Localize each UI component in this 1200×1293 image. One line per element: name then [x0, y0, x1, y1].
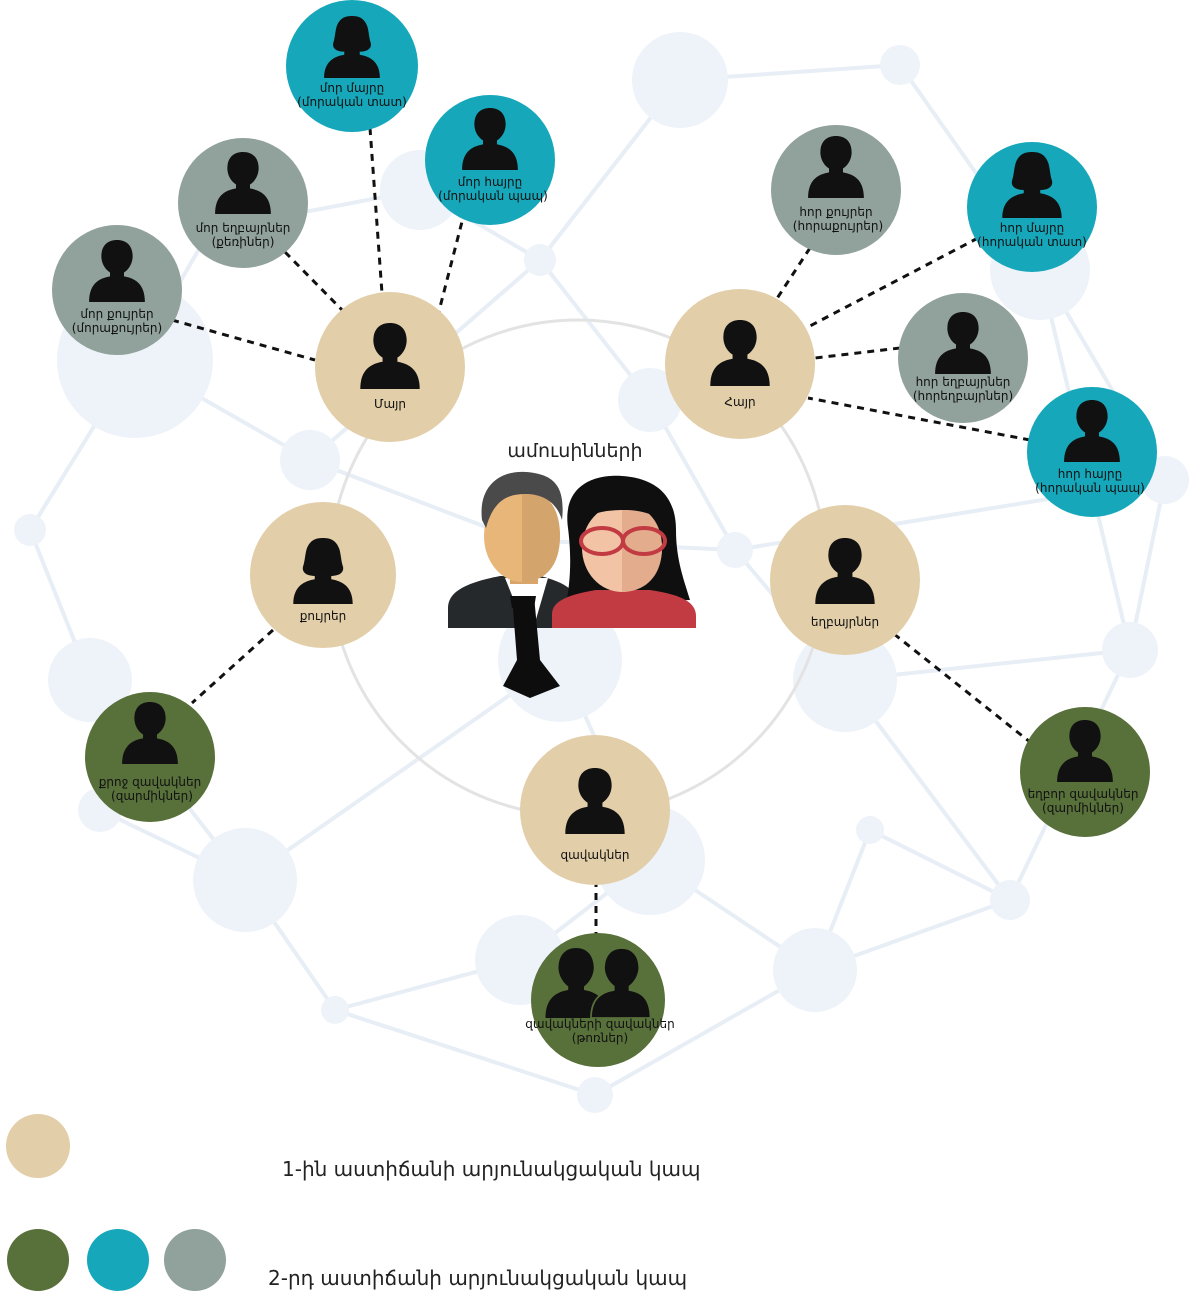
connectors: [171, 127, 1031, 940]
node-fathers-father: հոր հայրը (հորական պապ): [1027, 387, 1157, 517]
node-sisters-children-line2: (զարմիկներ): [111, 789, 193, 803]
node-father-label: Հայր: [724, 395, 755, 409]
man-tie: [503, 596, 560, 698]
node-mothers-sisters: մոր քույրեր (մորաքույրեր): [52, 225, 182, 355]
node-fathers-brothers-line1: հոր եղբայրներ: [916, 375, 1011, 389]
node-children-label: զավակներ: [560, 848, 629, 862]
node-father: Հայր: [665, 289, 815, 439]
node-brothers-children: եղբոր զավակներ (զարմիկներ): [1020, 707, 1150, 837]
node-mother: Մայր: [315, 292, 465, 442]
node-mothers-brothers-line1: մոր եղբայրներ: [196, 221, 291, 235]
node-mothers-father-line2: (մորական պապ): [438, 189, 548, 203]
node-fathers-mother-line1: հոր մայրը: [1000, 221, 1064, 235]
center-title: ամուսինների: [507, 440, 642, 462]
node-fathers-father-line2: (հորական պապ): [1035, 481, 1145, 495]
node-grandchildren-line1: զավակների զավակներ: [525, 1017, 674, 1031]
node-brothers-children-line2: (զարմիկներ): [1042, 801, 1124, 815]
node-mothers-mother: մոր մայրը (մորական տատ): [286, 0, 418, 132]
node-fathers-mother-line2: (հորական տատ): [977, 235, 1087, 249]
node-fathers-father-line1: հոր հայրը: [1058, 467, 1122, 481]
node-brothers-label: եղբայրներ: [811, 615, 879, 629]
node-brothers-children-line1: եղբոր զավակներ: [1028, 787, 1139, 801]
legend-first-degree-text: 1-ին աստիճանի արյունակցական կապ: [282, 1157, 701, 1181]
node-children: զավակներ: [520, 735, 670, 885]
legend-swatch-teal: [87, 1229, 149, 1291]
legend-swatch-first-degree: [6, 1114, 70, 1178]
node-fathers-brothers-line2: (հորեղբայրներ): [913, 389, 1013, 403]
couple-illustration: [448, 471, 696, 698]
legend: 1-ին աստիճանի արյունակցական կապ 2-րդ աստ…: [6, 1114, 701, 1291]
node-grandchildren: զավակների զավակներ (թոռներ): [525, 933, 675, 1067]
node-fathers-sisters-line2: (հորաքույրեր): [793, 219, 883, 233]
node-fathers-brothers: հոր եղբայրներ (հորեղբայրներ): [898, 293, 1028, 423]
legend-second-degree-text: 2-րդ աստիճանի արյունակցական կապ: [268, 1266, 687, 1290]
node-fathers-sisters-line1: հոր քույրեր: [799, 205, 872, 219]
node-sisters: քույրեր: [250, 502, 396, 648]
woman-body: [552, 590, 696, 628]
node-mothers-mother-line2: (մորական տատ): [297, 95, 407, 109]
node-sisters-label: քույրեր: [300, 609, 347, 623]
node-mothers-sisters-line2: (մորաքույրեր): [72, 321, 162, 335]
glasses-icon: [579, 526, 667, 556]
node-brothers: եղբայրներ: [770, 505, 920, 655]
node-mother-label: Մայր: [374, 397, 406, 411]
node-sisters-children-line1: քրոջ զավակներ: [99, 775, 201, 789]
node-fathers-sisters: հոր քույրեր (հորաքույրեր): [771, 125, 901, 255]
node-sisters-children: քրոջ զավակներ (զարմիկներ): [85, 692, 215, 822]
man-hair: [481, 471, 563, 528]
node-mothers-mother-line1: մոր մայրը: [320, 81, 384, 95]
legend-swatch-green: [7, 1229, 69, 1291]
legend-swatch-gray: [164, 1229, 226, 1291]
node-mothers-brothers: մոր եղբայրներ (քեռիներ): [178, 138, 308, 268]
node-fathers-mother: հոր մայրը (հորական տատ): [967, 142, 1097, 272]
node-mothers-father: մոր հայրը (մորական պապ): [425, 95, 555, 225]
node-mothers-sisters-line1: մոր քույրեր: [80, 307, 153, 321]
node-mothers-brothers-line2: (քեռիներ): [212, 235, 275, 249]
node-mothers-father-line1: մոր հայրը: [458, 175, 522, 189]
node-grandchildren-line2: (թոռներ): [572, 1031, 628, 1045]
